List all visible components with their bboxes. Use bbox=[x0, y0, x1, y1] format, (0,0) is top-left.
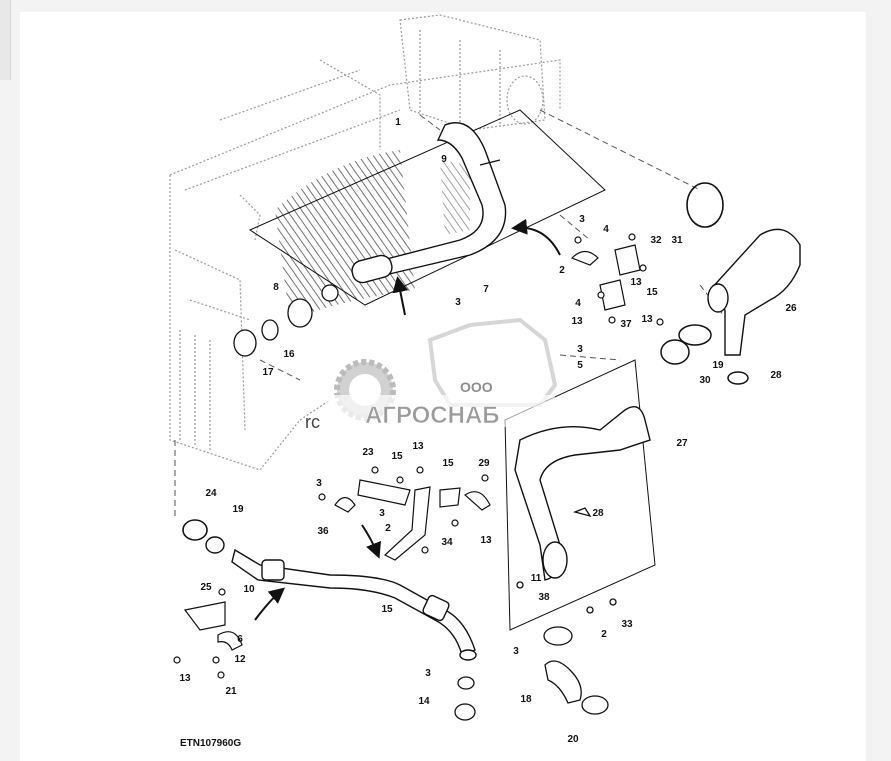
callout-25: 25 bbox=[200, 582, 212, 593]
bracket-10 bbox=[173, 588, 243, 679]
callout-15: 15 bbox=[646, 287, 658, 298]
callout-38: 38 bbox=[538, 592, 550, 603]
callout-28: 28 bbox=[770, 370, 782, 381]
hose-panel-upper bbox=[248, 109, 606, 306]
callout-3: 3 bbox=[579, 214, 585, 225]
callout-13: 13 bbox=[571, 316, 583, 327]
callout-12: 12 bbox=[234, 654, 246, 665]
arrow-upper bbox=[511, 218, 561, 256]
callout-13: 13 bbox=[412, 441, 424, 452]
callout-8: 8 bbox=[273, 282, 279, 293]
lower-right-parts bbox=[454, 507, 617, 721]
clamp-31 bbox=[686, 182, 724, 228]
callout-15: 15 bbox=[442, 458, 454, 469]
figure-id: ETN107960G bbox=[180, 738, 242, 749]
brackets-middle bbox=[318, 466, 491, 561]
callout-7: 7 bbox=[483, 284, 489, 295]
brackets-upper bbox=[570, 233, 664, 326]
watermark-brand: АГРОСНАБ bbox=[365, 402, 500, 429]
callout-26: 26 bbox=[785, 303, 797, 314]
grill-right bbox=[440, 160, 470, 235]
window-edge bbox=[0, 0, 11, 80]
callout-4: 4 bbox=[575, 298, 581, 309]
callout-9: 9 bbox=[441, 154, 447, 165]
callout-36: 36 bbox=[317, 526, 329, 537]
callout-16: 16 bbox=[283, 349, 295, 360]
callout-37: 37 bbox=[620, 319, 632, 330]
arrow-bracket bbox=[361, 524, 381, 559]
clipped-text: rc bbox=[305, 412, 320, 432]
callout-29: 29 bbox=[478, 458, 490, 469]
callout-14: 14 bbox=[418, 696, 430, 707]
callout-4: 4 bbox=[603, 224, 609, 235]
callout-6: 6 bbox=[237, 634, 243, 645]
callout-27: 27 bbox=[676, 438, 688, 449]
callout-19: 19 bbox=[232, 504, 244, 515]
callout-21: 21 bbox=[225, 686, 237, 697]
callout-3: 3 bbox=[425, 668, 431, 679]
callout-13: 13 bbox=[480, 535, 492, 546]
hose-26 bbox=[707, 228, 801, 356]
callout-13: 13 bbox=[641, 314, 653, 325]
clamp-27 bbox=[727, 371, 749, 385]
callout-11: 11 bbox=[531, 573, 542, 584]
callout-3: 3 bbox=[316, 478, 322, 489]
callout-31: 31 bbox=[671, 235, 683, 246]
callout-18: 18 bbox=[520, 694, 532, 705]
callout-23: 23 bbox=[362, 447, 374, 458]
callout-15: 15 bbox=[381, 604, 393, 615]
callout-30: 30 bbox=[699, 375, 711, 386]
callout-32: 32 bbox=[650, 235, 662, 246]
callout-2: 2 bbox=[601, 629, 607, 640]
callout-33: 33 bbox=[621, 619, 633, 630]
callout-17: 17 bbox=[262, 367, 274, 378]
callout-24: 24 bbox=[205, 488, 217, 499]
pipe-23 bbox=[514, 406, 651, 581]
callout-5: 5 bbox=[577, 360, 583, 371]
callout-2: 2 bbox=[385, 523, 391, 534]
left-small-parts bbox=[233, 284, 339, 357]
clamp-30 bbox=[678, 324, 712, 346]
callout-1: 1 bbox=[395, 117, 401, 128]
ring-11 bbox=[205, 536, 225, 554]
engine-outline bbox=[169, 14, 561, 471]
arrow-up bbox=[392, 276, 409, 316]
clamp-19-lower bbox=[182, 519, 208, 541]
radiator-grill bbox=[275, 150, 415, 320]
hose-panel-right bbox=[504, 359, 656, 631]
watermark-logo: ООО АГРОСНАБ bbox=[325, 317, 558, 429]
arrow-lower bbox=[254, 587, 286, 621]
pipe-6 bbox=[231, 548, 477, 661]
leader-lines bbox=[174, 109, 736, 520]
callout-28: 28 bbox=[592, 508, 604, 519]
callout-3: 3 bbox=[577, 344, 583, 355]
callout-15: 15 bbox=[391, 451, 403, 462]
callout-10: 10 bbox=[243, 584, 255, 595]
callout-13: 13 bbox=[179, 673, 191, 684]
callout-2: 2 bbox=[559, 265, 565, 276]
callout-3: 3 bbox=[513, 646, 519, 657]
callout-19: 19 bbox=[712, 360, 724, 371]
callout-3: 3 bbox=[379, 508, 385, 519]
watermark-small: ООО bbox=[460, 379, 493, 395]
clamp-28-upper bbox=[660, 339, 690, 365]
upper-hose bbox=[351, 122, 507, 284]
callout-20: 20 bbox=[567, 734, 579, 745]
callout-34: 34 bbox=[441, 537, 453, 548]
callout-13: 13 bbox=[630, 277, 642, 288]
callout-3: 3 bbox=[455, 297, 461, 308]
